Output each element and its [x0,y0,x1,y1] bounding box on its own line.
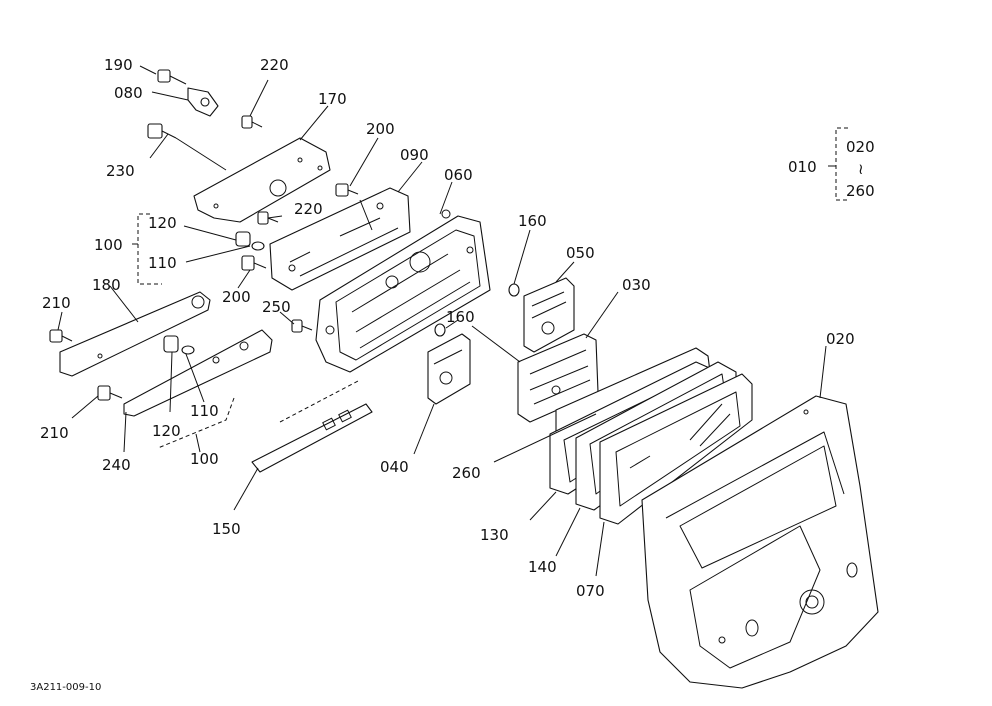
part-160-grommet-upper [508,283,520,297]
callout-050: 050 [566,244,595,262]
part-150-indicator-lens [251,379,373,473]
part-070-window-glass [599,373,753,525]
part-120-socket-lower [163,335,179,353]
callout-140: 140 [528,558,557,576]
callout-120-bottom: 120 [152,422,181,440]
callout-labels: 190 080 220 170 230 200 090 060 220 120 … [30,56,875,693]
callout-080: 080 [114,84,143,102]
part-060-instrument-case [315,209,491,373]
part-210-screw-upper [49,329,73,343]
callout-260: 260 [452,464,481,482]
part-240-plate [123,329,273,417]
callout-220-mid: 220 [294,200,323,218]
assembly-range-separator: ≀ [858,160,864,178]
callout-160-mid: 160 [446,308,475,326]
callout-180: 180 [92,276,121,294]
callout-160-top: 160 [518,212,547,230]
assembly-range-end: 260 [846,182,875,200]
part-160-grommet-lower [434,323,446,337]
callout-030: 030 [622,276,651,294]
callout-200-top: 200 [366,120,395,138]
callout-170: 170 [318,90,347,108]
callout-110-top: 110 [148,254,177,272]
callout-200-mid: 200 [222,288,251,306]
callout-040: 040 [380,458,409,476]
part-220-screw-top [241,115,263,129]
part-090-circuit-board [269,187,411,291]
callout-220-top: 220 [260,56,289,74]
part-050-meter [523,277,575,353]
part-190-screw [157,69,187,85]
callout-060: 060 [444,166,473,184]
part-200-screw-upper [335,183,359,197]
part-040-meter [427,333,471,405]
callout-210-top: 210 [42,294,71,312]
callout-020: 020 [826,330,855,348]
part-180-plate [59,291,211,377]
callout-100-top: 100 [94,236,123,254]
callout-130: 130 [480,526,509,544]
kit-brackets [132,127,848,453]
part-210-screw-lower [97,385,123,401]
callout-240: 240 [102,456,131,474]
callout-110-bottom: 110 [190,402,219,420]
callout-230: 230 [106,162,135,180]
part-020-panel-cover [641,395,879,689]
part-250-screw [291,319,313,333]
part-120-socket-upper [235,231,251,247]
part-200-screw-lower [241,255,267,271]
callout-210-bottom: 210 [40,424,69,442]
drawing-reference: 3A211-009-10 [30,682,101,693]
leader-lines [57,65,827,577]
callout-150: 150 [212,520,241,538]
callout-090: 090 [400,146,429,164]
callout-100-bottom: 100 [190,450,219,468]
callout-120-top: 120 [148,214,177,232]
callout-070: 070 [576,582,605,600]
callout-250: 250 [262,298,291,316]
callout-190: 190 [104,56,133,74]
part-170-bracket-plate [193,137,331,223]
assembly-range-start: 020 [846,138,875,156]
part-230-bolt [147,123,177,139]
part-080-clamp [187,87,219,117]
part-110-bulb-upper [251,241,265,251]
assembly-label: 010 [788,158,817,176]
part-110-bulb-lower [181,345,195,355]
